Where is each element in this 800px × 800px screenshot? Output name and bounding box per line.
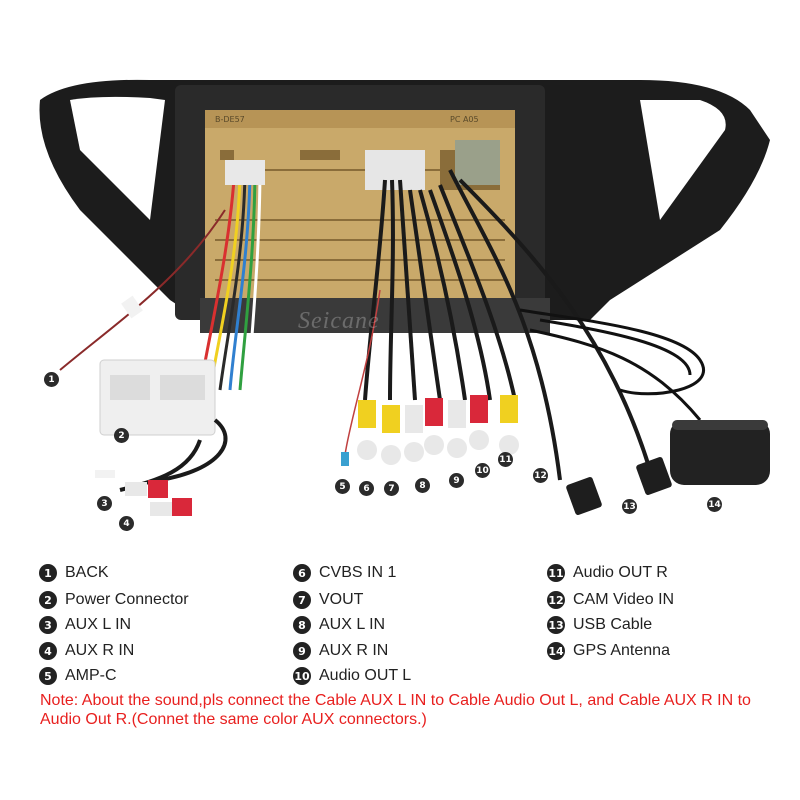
legend-badge: 13: [547, 616, 565, 634]
panel-label-left: B-DE57: [215, 115, 245, 124]
legend-label: CVBS IN 1: [319, 564, 397, 581]
callout-5: 5: [335, 479, 350, 494]
legend-badge: 11: [547, 564, 565, 582]
legend-badge: 8: [293, 616, 311, 634]
legend-badge: 14: [547, 642, 565, 660]
legend-item-aux-r-in: 4 AUX R IN: [39, 642, 134, 660]
legend-label: AUX L IN: [65, 616, 132, 633]
gps-antenna: [670, 420, 770, 485]
legend-badge: 10: [293, 667, 311, 685]
legend-badge: 9: [293, 642, 311, 660]
legend-badge: 7: [293, 591, 311, 609]
legend-item-aux-l-in: 3 AUX L IN: [39, 616, 131, 634]
callout-6: 6: [359, 481, 374, 496]
legend-badge: 3: [39, 616, 57, 634]
callout-10: 10: [475, 463, 490, 478]
connection-note: Note: About the sound,pls connect the Ca…: [40, 692, 751, 728]
legend-item-usb-cable: 13 USB Cable: [547, 616, 652, 634]
legend-label: VOUT: [319, 591, 364, 608]
callout-13: 13: [622, 499, 637, 514]
legend-label: USB Cable: [573, 616, 653, 633]
legend-item-back: 1 BACK: [39, 564, 109, 582]
legend-badge: 6: [293, 564, 311, 582]
legend-item-audio-out-l: 10 Audio OUT L: [293, 667, 411, 685]
callout-4: 4: [119, 516, 134, 531]
usb-connector-1: [566, 477, 602, 515]
legend-item-amp-c: 5 AMP-C: [39, 667, 117, 685]
legend-label: Audio OUT L: [319, 667, 412, 684]
legend-badge: 4: [39, 642, 57, 660]
legend-label: AUX L IN: [319, 616, 386, 633]
legend-label: AMP-C: [65, 667, 117, 684]
legend-badge: 1: [39, 564, 57, 582]
callout-2: 2: [114, 428, 129, 443]
legend-item-cvbs-in-1: 6 CVBS IN 1: [293, 564, 396, 582]
callout-8: 8: [415, 478, 430, 493]
legend-item-aux-r-in-2: 9 AUX R IN: [293, 642, 388, 660]
legend-item-vout: 7 VOUT: [293, 591, 363, 609]
callout-12: 12: [533, 468, 548, 483]
legend-badge: 5: [39, 667, 57, 685]
legend-item-power-connector: 2 Power Connector: [39, 591, 189, 609]
legend-item-gps-antenna: 14 GPS Antenna: [547, 642, 670, 660]
product-photo: B-DE57 PC A05: [39, 79, 770, 516]
legend-badge: 2: [39, 591, 57, 609]
panel-label-right: PC A05: [450, 115, 479, 124]
legend-label: CAM Video IN: [573, 591, 675, 608]
callout-11: 11: [498, 452, 513, 467]
legend-badge: 12: [547, 591, 565, 609]
legend-label: Power Connector: [65, 591, 189, 608]
callout-3: 3: [97, 496, 112, 511]
callout-7: 7: [384, 481, 399, 496]
legend-label: GPS Antenna: [573, 642, 670, 659]
callout-1: 1: [44, 372, 59, 387]
callout-9: 9: [449, 473, 464, 488]
callout-14: 14: [707, 497, 722, 512]
legend-item-cam-video-in: 12 CAM Video IN: [547, 591, 674, 609]
legend-label: AUX R IN: [65, 642, 135, 659]
brand-logo: Seicane: [298, 308, 380, 334]
legend-label: Audio OUT R: [573, 564, 668, 581]
legend-label: AUX R IN: [319, 642, 389, 659]
connector-block: [365, 150, 425, 190]
usb-connector-2: [636, 457, 672, 495]
legend-item-aux-l-in-2: 8 AUX L IN: [293, 616, 385, 634]
legend-label: BACK: [65, 564, 109, 581]
legend-item-audio-out-r: 11 Audio OUT R: [547, 564, 668, 582]
